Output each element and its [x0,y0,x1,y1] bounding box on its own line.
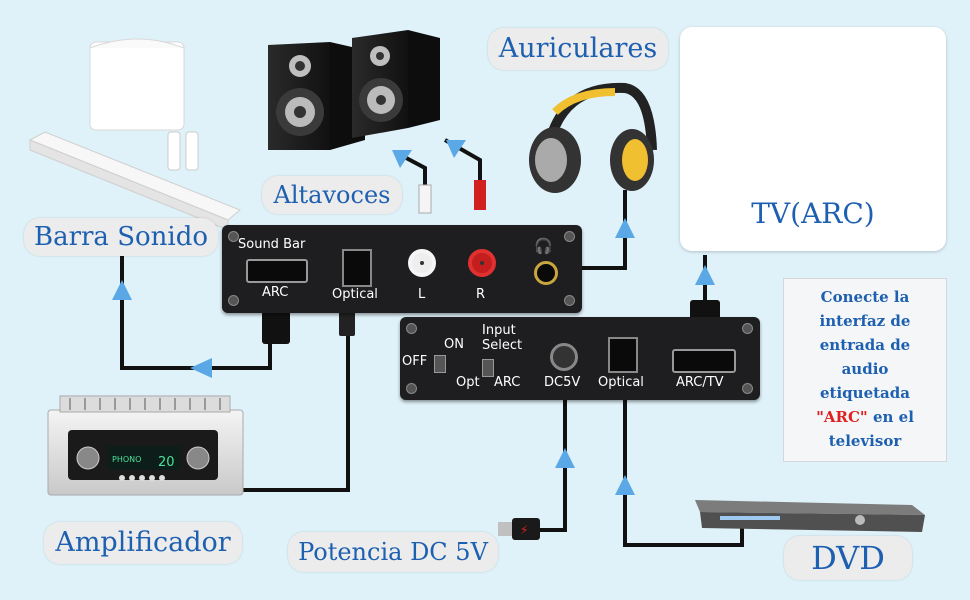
port-label-l: L [418,287,426,302]
port-label-arc: ARC [262,285,289,300]
switch-label-opt: Opt [456,375,480,390]
switch-label-arc: ARC [494,375,521,390]
optical-plug [339,308,355,336]
arrow-to-speakers-r [446,140,466,158]
arrow-to-soundbar [112,280,132,300]
port-label-optical-bottom: Optical [598,375,644,390]
svg-text:⚡: ⚡ [520,523,528,537]
headphone-icon: 🎧 [534,237,553,255]
input-select-switch[interactable] [482,359,494,377]
label-altavoces: Altavoces [262,176,402,214]
port-label-r: R [476,287,486,302]
note-arc-highlight: "ARC" [816,408,868,426]
port-label-dc5v: DC5V [544,375,581,390]
speakers-image [268,30,440,150]
label-amplificador: Amplificador [44,522,242,564]
port-label-arc-tv: ARC/TV [676,375,724,390]
hdmi-port-arc [246,259,308,283]
label-input: Input [482,323,516,338]
hdmi-port-arc-tv [672,349,736,373]
arrow-to-tv [695,265,715,285]
note-line-3: entrada de [819,336,911,354]
label-select: Select [482,338,523,353]
note-line-4: audio [841,360,889,378]
converter-bottom: OFF ON Opt Input Select ARC DC5V Optical… [400,317,760,400]
switch-label-off: OFF [402,354,428,369]
note-line-8: televisor [828,432,902,450]
amp-display-mode: PHONO [112,455,141,464]
note-line-1: Conecte la [820,288,910,306]
soundbar-image [28,131,241,231]
headphone-jack [534,261,558,285]
dc-port [550,343,578,371]
label-auriculares: Auriculares [488,28,668,70]
arrow-to-amp-left [190,358,212,378]
arrow-power [555,448,575,468]
port-label-optical: Optical [332,287,378,302]
optical-port-bottom [608,337,638,373]
label-tv: TV(ARC) [751,197,875,230]
note-line-7: en el [867,408,914,426]
note-line-5: etiquetada [820,384,910,402]
rca-port-r [468,249,496,277]
amp-display-value: 20 [158,455,175,470]
note-line-2: interfaz de [819,312,911,330]
power-switch[interactable] [434,355,446,373]
arc-instruction-note: Conecte la interfaz de entrada de audio … [783,278,947,462]
optical-port [342,249,372,287]
label-potencia: Potencia DC 5V [288,532,498,572]
headphones-image [529,82,657,193]
rca-plugs [418,180,486,214]
usb-plug-image: ⚡ [498,518,540,540]
rca-port-l [408,249,436,277]
converter-top: Sound Bar ARC Optical L R 🎧 [222,225,582,313]
cable-arrows [112,140,715,495]
arrow-dvd [615,475,635,495]
port-label-soundbar: Sound Bar [238,237,306,252]
arrow-to-headphones [615,218,635,238]
dvd-image [695,500,925,532]
label-dvd: DVD [784,536,912,580]
label-barra-sonido: Barra Sonido [24,218,218,256]
switch-label-on: ON [444,337,464,352]
amplifier-image: PHONO 20 [47,395,244,496]
arrow-to-speakers-l [392,150,412,168]
subwoofer-image [89,38,199,171]
tv-panel [680,27,946,251]
